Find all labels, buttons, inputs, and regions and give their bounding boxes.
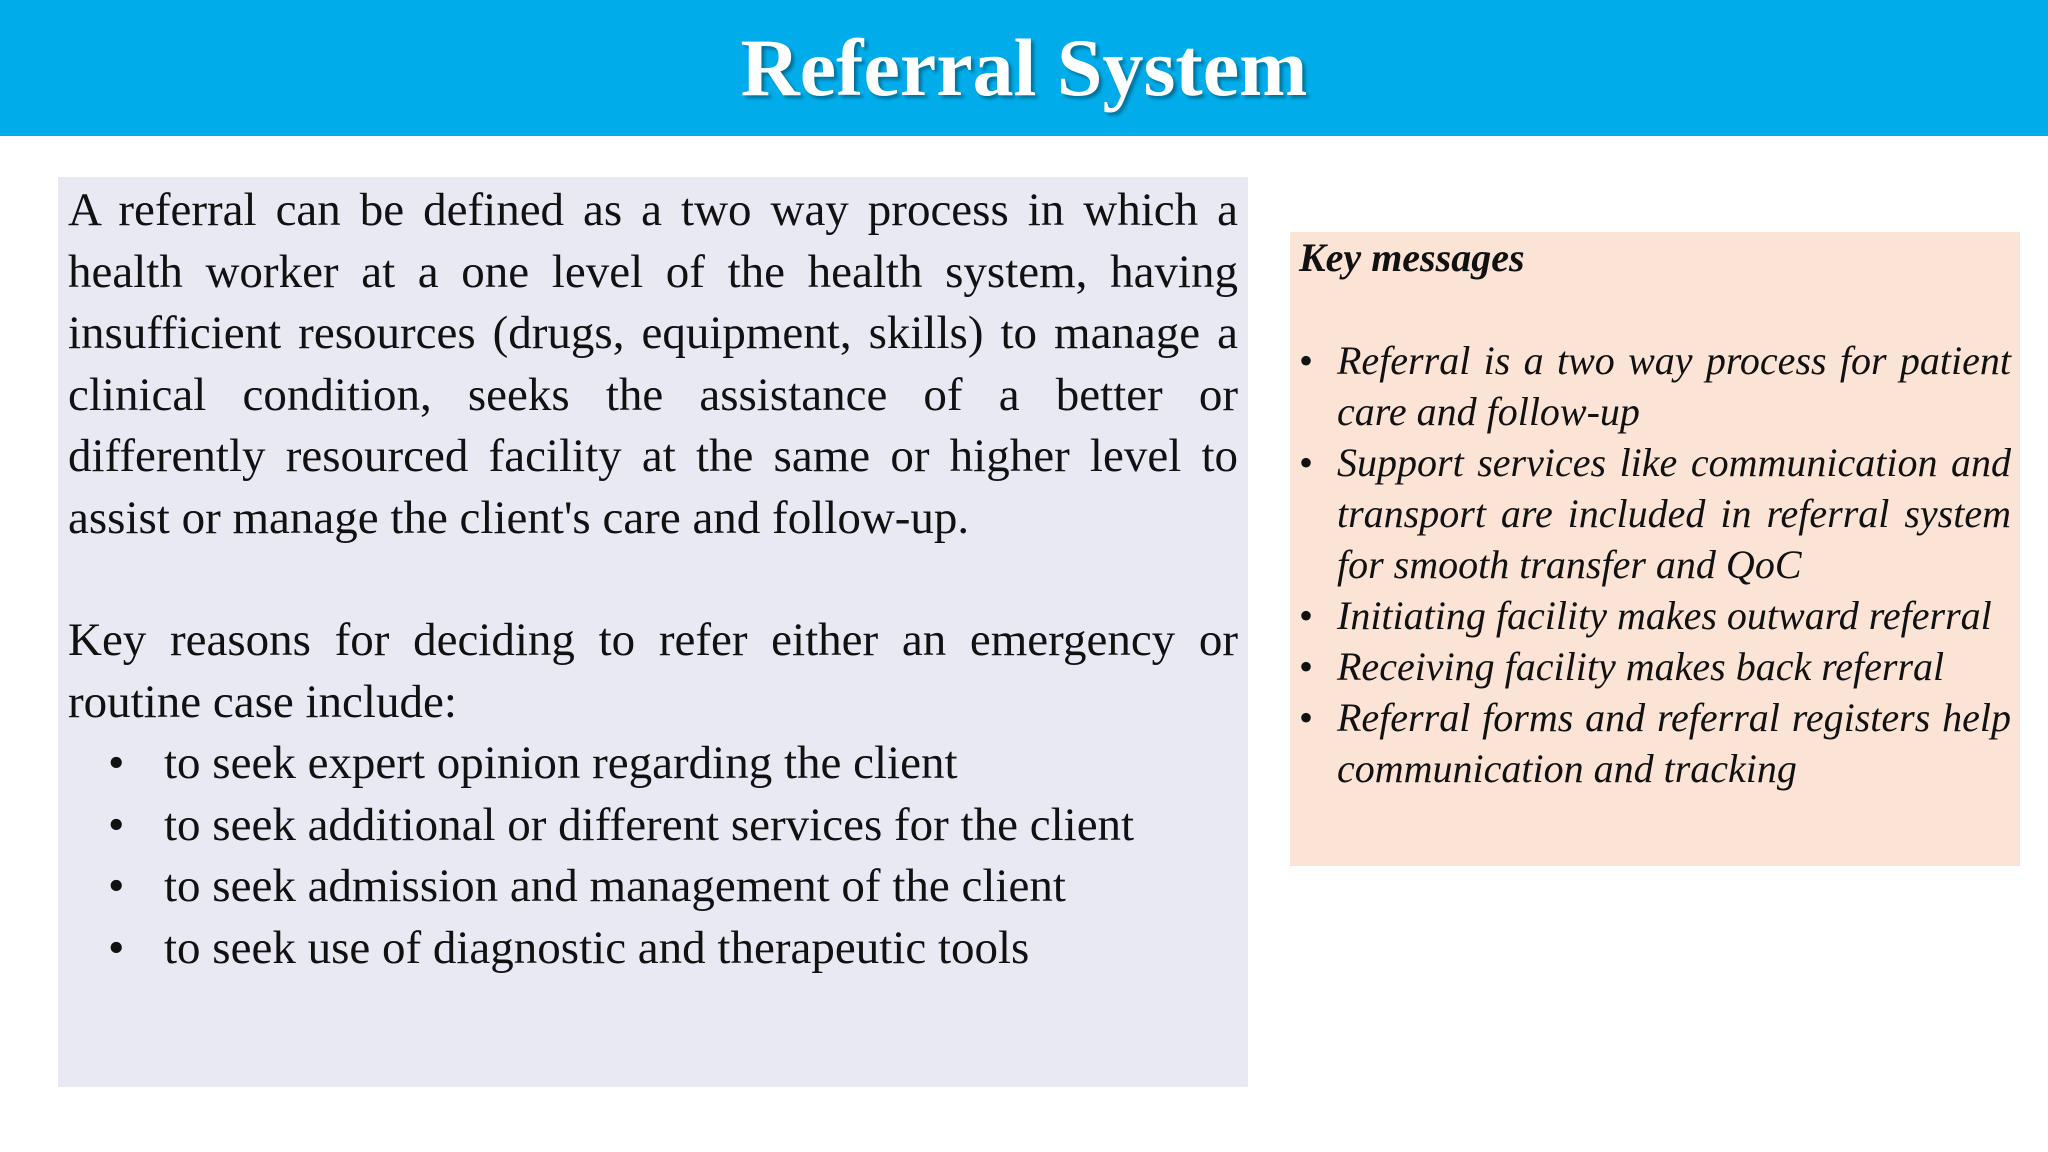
list-item: • Referral is a two way process for patie… — [1299, 335, 2011, 437]
list-item: • to seek expert opinion regarding the cl… — [68, 733, 1238, 795]
bullet-icon: • — [1299, 338, 1314, 383]
definition-content: A referral can be defined as a two way p… — [68, 180, 1238, 979]
bullet-icon: • — [1299, 695, 1314, 740]
reason-text: to seek use of diagnostic and therapeuti… — [164, 921, 1030, 974]
reason-text: to seek admission and management of the … — [164, 860, 1066, 912]
reasons-intro: Key reasons for deciding to refer either… — [68, 614, 1238, 728]
bullet-icon: • — [108, 921, 125, 974]
key-message-text: Initiating facility makes outward referr… — [1337, 593, 1992, 638]
bullet-icon: • — [108, 798, 125, 851]
list-item: • Support services like communication and… — [1299, 437, 2011, 590]
key-messages-panel — [1290, 232, 2020, 866]
list-item: • to seek use of diagnostic and therapeut… — [68, 918, 1238, 980]
title-bar — [0, 0, 2048, 136]
list-item: • to seek additional or different service… — [68, 795, 1238, 857]
key-message-text: Support services like communication and … — [1337, 440, 2011, 587]
list-item: • to seek admission and management of the… — [68, 856, 1238, 918]
referral-definition: A referral can be defined as a two way p… — [68, 184, 1238, 544]
list-item: • Referral forms and referral registers h… — [1299, 692, 2011, 794]
definition-panel — [58, 177, 1248, 1087]
bullet-icon: • — [108, 860, 125, 912]
bullet-icon: • — [108, 737, 125, 789]
list-item: • Receiving facility makes back referral — [1299, 641, 2011, 692]
reason-text: to seek expert opinion regarding the cli… — [164, 737, 958, 789]
key-message-text: Referral forms and referral registers he… — [1337, 695, 2011, 791]
key-message-text: Referral is a two way process for patien… — [1337, 338, 2011, 434]
key-messages-title: Key messages — [1299, 235, 1525, 280]
list-item: • Initiating facility makes outward refer… — [1299, 590, 2011, 641]
bullet-icon: • — [1299, 440, 1314, 485]
slide-title: Referral System — [740, 22, 1308, 113]
bullet-icon: • — [1299, 593, 1314, 638]
bullet-icon: • — [1299, 644, 1314, 689]
reasons-list: • to seek expert opinion regarding the cl… — [68, 733, 1238, 979]
key-messages-list: • Referral is a two way process for patie… — [1299, 335, 2011, 794]
reason-text: to seek additional or different services… — [164, 798, 1135, 851]
key-message-text: Receiving facility makes back referral — [1337, 644, 1945, 689]
